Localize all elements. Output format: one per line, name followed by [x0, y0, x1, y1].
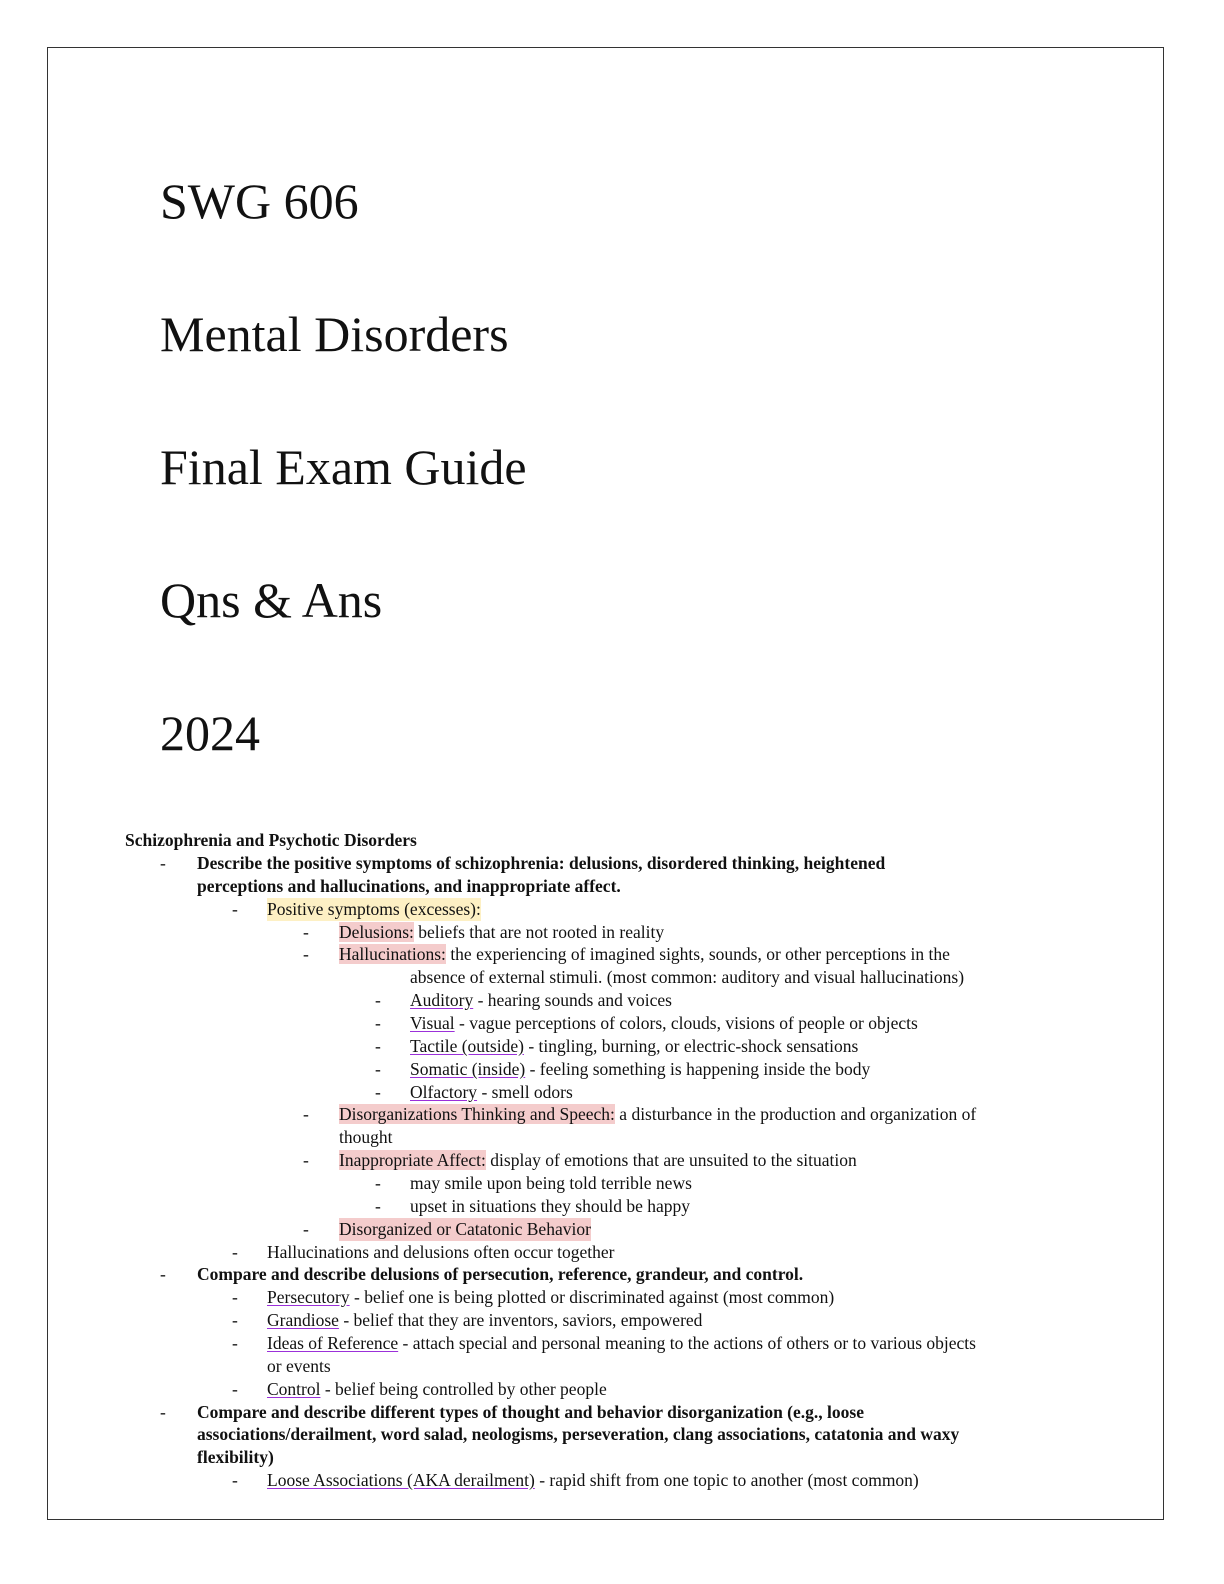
definition-text: - feeling something is happening inside …: [525, 1059, 871, 1079]
definition-text: - rapid shift from one topic to another …: [534, 1470, 919, 1490]
year: 2024: [160, 705, 260, 761]
definition-text: - belief that they are inventors, savior…: [338, 1310, 703, 1330]
bullet-dash: -: [303, 1219, 309, 1239]
bullet-dash: -: [232, 1242, 238, 1262]
definition-text-cont: thought: [339, 1127, 393, 1147]
underlined-term: Ideas of Reference: [267, 1333, 399, 1353]
underlined-term: Visual: [410, 1013, 455, 1033]
underlined-term: Loose Associations (AKA derailment): [267, 1470, 535, 1490]
guide-subtitle: Qns & Ans: [160, 572, 383, 628]
bullet-dash: -: [375, 1059, 381, 1079]
bullet-dash: -: [375, 990, 381, 1010]
bullet-dash: -: [232, 899, 238, 919]
section-heading: Schizophrenia and Psychotic Disorders: [125, 830, 417, 850]
bullet-dash: -: [303, 944, 309, 964]
bullet-dash: -: [375, 1036, 381, 1056]
highlighted-term: Delusions:: [339, 922, 414, 942]
definition-text: a disturbance in the production and orga…: [614, 1104, 977, 1124]
guide-title: Final Exam Guide: [160, 439, 527, 495]
bullet-dash: -: [160, 853, 166, 873]
definition-text: beliefs that are not rooted in reality: [413, 922, 665, 942]
definition-text: - tingling, burning, or electric-shock s…: [523, 1036, 859, 1056]
bullet-dash: -: [232, 1470, 238, 1490]
question-text: Describe the positive symptoms of schizo…: [197, 853, 886, 873]
bullet-dash: -: [375, 1013, 381, 1033]
example-text: upset in situations they should be happy: [410, 1196, 690, 1216]
highlighted-term: Inappropriate Affect:: [339, 1150, 486, 1170]
underlined-term: Grandiose: [267, 1310, 339, 1330]
highlighted-term: Disorganizations Thinking and Speech:: [339, 1104, 615, 1124]
question-text: Compare and describe delusions of persec…: [197, 1264, 804, 1284]
definition-text: - belief being controlled by other peopl…: [320, 1379, 607, 1399]
example-text: may smile upon being told terrible news: [410, 1173, 692, 1193]
highlighted-term: Disorganized or Catatonic Behavior: [339, 1218, 591, 1241]
definition-text: - belief one is being plotted or discrim…: [349, 1287, 835, 1307]
course-code: SWG 606: [160, 173, 359, 229]
note-text: Hallucinations and delusions often occur…: [267, 1242, 615, 1262]
bullet-dash: -: [303, 922, 309, 942]
question-text-cont: flexibility): [197, 1447, 274, 1467]
bullet-dash: -: [232, 1287, 238, 1307]
question-text-cont: associations/derailment, word salad, neo…: [197, 1424, 960, 1444]
underlined-term: Control: [267, 1379, 321, 1399]
definition-text: - hearing sounds and voices: [473, 990, 672, 1010]
bullet-dash: -: [160, 1402, 166, 1422]
definition-text-cont: absence of external stimuli. (most commo…: [410, 967, 965, 987]
definition-text: - attach special and personal meaning to…: [398, 1333, 976, 1353]
bullet-dash: -: [375, 1173, 381, 1193]
definition-text: display of emotions that are unsuited to…: [485, 1150, 857, 1170]
question-text: Compare and describe different types of …: [197, 1402, 864, 1422]
underlined-term: Somatic (inside): [410, 1059, 526, 1079]
bullet-dash: -: [232, 1379, 238, 1399]
underlined-term: Auditory: [410, 990, 474, 1010]
bullet-dash: -: [232, 1310, 238, 1330]
bullet-dash: -: [303, 1150, 309, 1170]
question-text-cont: perceptions and hallucinations, and inap…: [197, 876, 621, 896]
bullet-dash: -: [303, 1104, 309, 1124]
highlighted-term: Hallucinations:: [339, 944, 446, 964]
bullet-dash: -: [160, 1264, 166, 1284]
bullet-dash: -: [375, 1196, 381, 1216]
bullet-dash: -: [232, 1333, 238, 1353]
underlined-term: Olfactory: [410, 1082, 478, 1102]
definition-text: the experiencing of imagined sights, sou…: [445, 944, 950, 964]
underlined-term: Persecutory: [267, 1287, 350, 1307]
highlighted-heading: Positive symptoms (excesses):: [267, 898, 481, 921]
page-frame: [47, 47, 1164, 1520]
subject-title: Mental Disorders: [160, 306, 509, 362]
bullet-dash: -: [375, 1082, 381, 1102]
underlined-term: Tactile (outside): [410, 1036, 524, 1056]
definition-text-cont: or events: [267, 1356, 331, 1376]
definition-text: - vague perceptions of colors, clouds, v…: [454, 1013, 918, 1033]
definition-text: - smell odors: [477, 1082, 573, 1102]
